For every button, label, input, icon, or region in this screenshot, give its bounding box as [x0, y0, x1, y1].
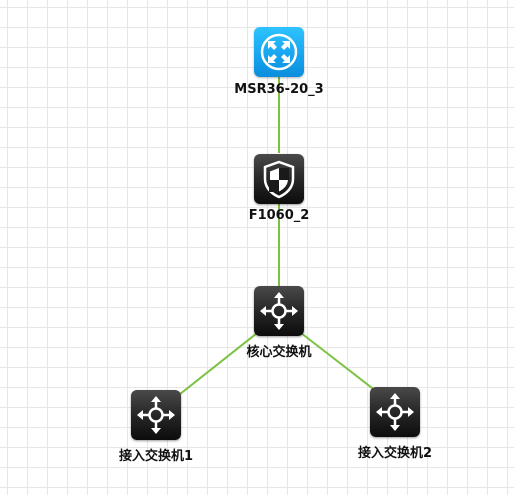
node-label-acc1: 接入交换机1 — [118, 449, 194, 464]
switch-icon — [376, 393, 414, 431]
node-label-fw: F1060_2 — [248, 208, 310, 223]
access-switch-2-node[interactable] — [370, 387, 420, 437]
node-label-acc2: 接入交换机2 — [357, 446, 433, 461]
core-switch-node[interactable] — [254, 286, 304, 336]
switch-icon — [260, 292, 298, 330]
access-switch-1-node[interactable] — [131, 390, 181, 440]
node-label-msr: MSR36-20_3 — [234, 82, 324, 97]
firewall-icon — [263, 160, 295, 199]
link-core-acc1 — [169, 325, 267, 403]
router-icon — [260, 33, 298, 71]
firewall-node[interactable] — [254, 154, 304, 204]
node-label-core: 核心交换机 — [246, 345, 312, 360]
switch-icon — [137, 396, 175, 434]
router-node[interactable] — [254, 27, 304, 77]
